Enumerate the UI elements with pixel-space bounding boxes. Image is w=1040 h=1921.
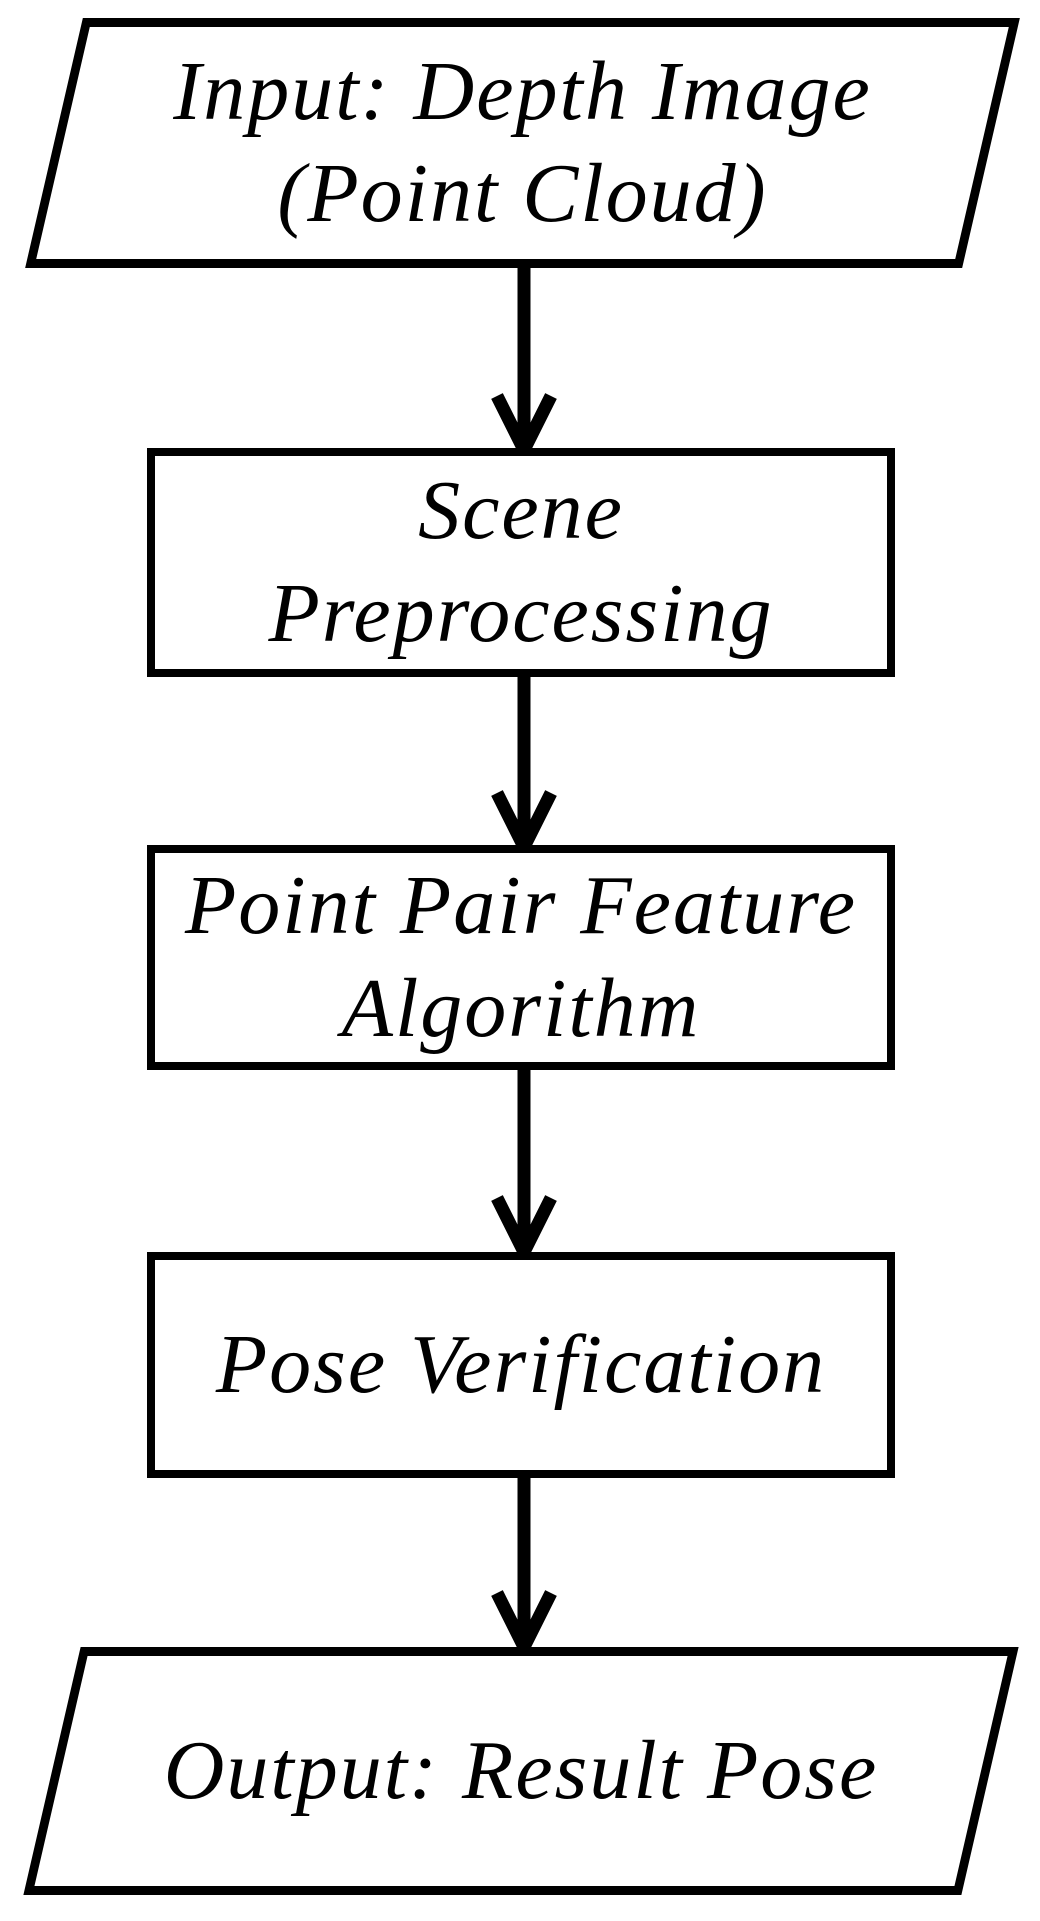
node-label-line: Output: Result Pose [163,1723,879,1817]
arrow-down-icon [491,1062,557,1260]
node-label-line: Algorithm [341,961,701,1055]
arrow-down-icon [491,262,557,458]
node-label-line: Pose Verification [215,1317,827,1411]
node-label-line: Input: Depth Image [173,44,872,138]
node-label-line: Point Pair Feature [184,859,858,953]
arrow-down-icon [491,671,557,855]
arrow-down-icon [491,1470,557,1655]
node-label-line: Scene [418,464,624,558]
node-point-pair-feature-algorithm: Point Pair Feature Algorithm [147,845,895,1070]
node-pose-verification: Pose Verification [147,1252,895,1478]
node-output-label: Output: Result Pose [52,1647,990,1895]
node-label-line: Preprocessing [268,566,774,660]
node-scene-preprocessing: Scene Preprocessing [147,448,895,677]
node-output-result-pose: Output: Result Pose [23,1647,1019,1895]
node-input-depth-image: Input: Depth Image (Point Cloud) [25,18,1020,268]
node-input-label: Input: Depth Image (Point Cloud) [54,18,991,268]
node-label-line: (Point Cloud) [277,147,768,240]
